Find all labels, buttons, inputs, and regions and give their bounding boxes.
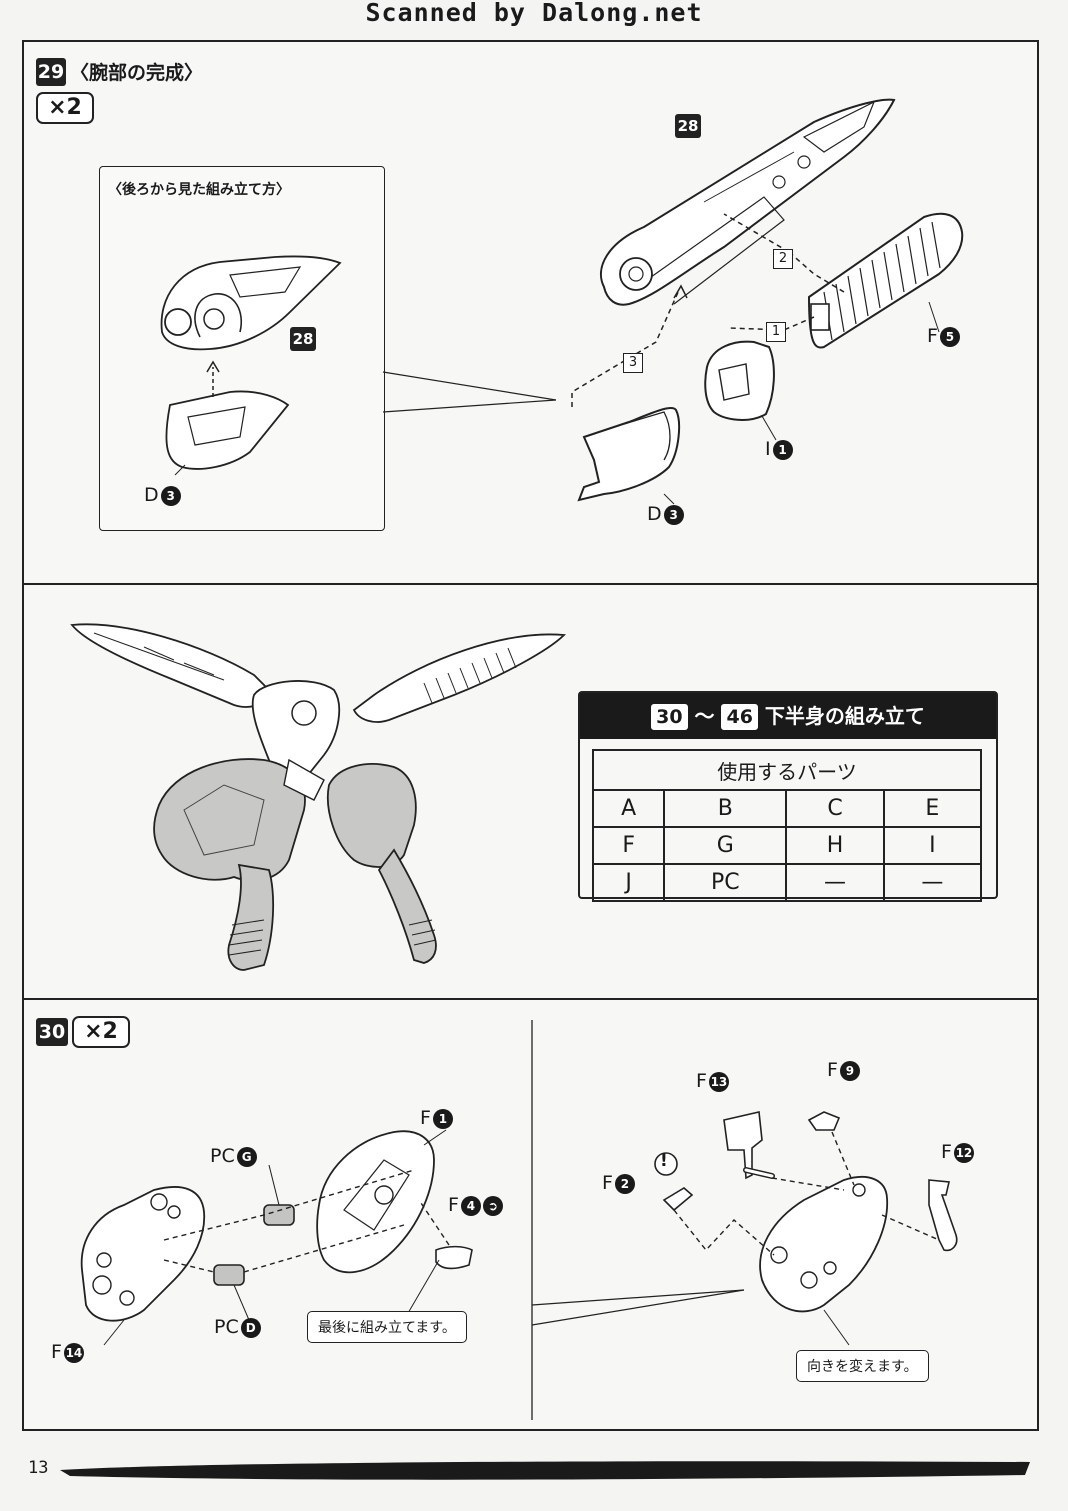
range-sep: 〜 [694, 704, 715, 728]
table-cell: E [882, 789, 983, 828]
warning-icon: ! [660, 1151, 668, 1171]
part-number: 14 [63, 1342, 84, 1363]
part-number: 9 [839, 1060, 860, 1081]
table-cell: B [663, 789, 788, 828]
table-cell: I [882, 826, 983, 865]
part-letter: F [927, 325, 938, 347]
part-letter: F [602, 1172, 613, 1194]
part-letter: D [144, 484, 159, 506]
page-number: 13 [28, 1458, 49, 1478]
step29-title: 〈腕部の完成〉 [70, 62, 204, 84]
parts-table: 使用するパーツ A B C E F G H I J PC — — [591, 749, 983, 902]
part-letter: F [827, 1059, 838, 1081]
step30-left-drawing [80, 1129, 473, 1346]
table-header-row: 使用するパーツ [592, 749, 982, 791]
table-row: J PC — — [591, 863, 983, 902]
table-cell: A [591, 789, 666, 828]
part-number: 13 [708, 1071, 729, 1092]
range-start: 30 [651, 704, 688, 730]
step30-multiplier: ×2 [72, 1016, 130, 1048]
step29-multiplier: ×2 [36, 92, 94, 124]
step29-inset-title: 〈後ろから見た組み立て方〉 [108, 182, 290, 198]
step30-divider [531, 1020, 745, 1420]
section-title: 下半身の組み立て [764, 704, 925, 728]
part-number: 2 [614, 1173, 635, 1194]
part-number: 12 [953, 1142, 974, 1163]
step29-number: 29 [36, 58, 66, 86]
table-row: A B C E [591, 789, 983, 828]
order-mark-1: 1 [766, 322, 786, 342]
part-letter: D [647, 503, 662, 525]
table-cell: — [785, 863, 885, 902]
table-cell: F [591, 826, 666, 865]
order-mark-2: 2 [773, 249, 793, 269]
assembled-model-drawing [70, 623, 567, 971]
inset-arm-drawing [160, 255, 342, 476]
part-number: 3 [663, 504, 684, 525]
part-letter: I [765, 438, 771, 460]
arrow-icon: ➲ [482, 1195, 503, 1216]
part-number: 1 [432, 1108, 453, 1129]
part-letter: PC [214, 1316, 239, 1338]
part-number: G [236, 1146, 257, 1167]
arm-exploded-drawing [571, 98, 964, 505]
table-cell: J [591, 863, 666, 902]
order-mark-3: 3 [623, 353, 643, 373]
step30-number: 30 [36, 1018, 68, 1046]
table-row: F G H I [591, 826, 983, 865]
table-cell: — [882, 863, 983, 902]
part-number: 5 [939, 326, 960, 347]
inset-leader-lines [382, 371, 557, 413]
table-cell: G [663, 826, 788, 865]
part-letter: PC [210, 1145, 235, 1167]
part-letter: F [448, 1194, 459, 1216]
part-number: 1 [772, 439, 793, 460]
table-header: 使用するパーツ [592, 749, 982, 791]
table-cell: C [785, 789, 885, 828]
part-letter: F [696, 1070, 707, 1092]
part-number: 4 [460, 1195, 481, 1216]
note-assemble-last: 最後に組み立てます。 [307, 1311, 467, 1343]
range-end: 46 [721, 704, 758, 730]
note-change-orientation: 向きを変えます。 [796, 1350, 929, 1382]
table-cell: H [785, 826, 885, 865]
part-letter: F [51, 1341, 62, 1363]
part-letter: F [941, 1141, 952, 1163]
step30-right-drawing [654, 1111, 958, 1346]
part-number: D [240, 1317, 261, 1338]
part-number: 3 [160, 485, 181, 506]
parts-section-box: 30 〜 46 下半身の組み立て 使用するパーツ A B C E F G H I… [578, 691, 998, 902]
section-header: 30 〜 46 下半身の組み立て [580, 693, 996, 739]
inset-ref-badge: 28 [290, 327, 316, 351]
scan-credit: Scanned by Dalong.net [365, 0, 703, 27]
table-cell: PC [663, 863, 788, 902]
part-letter: F [420, 1107, 431, 1129]
arm-ref-badge: 28 [675, 114, 701, 138]
